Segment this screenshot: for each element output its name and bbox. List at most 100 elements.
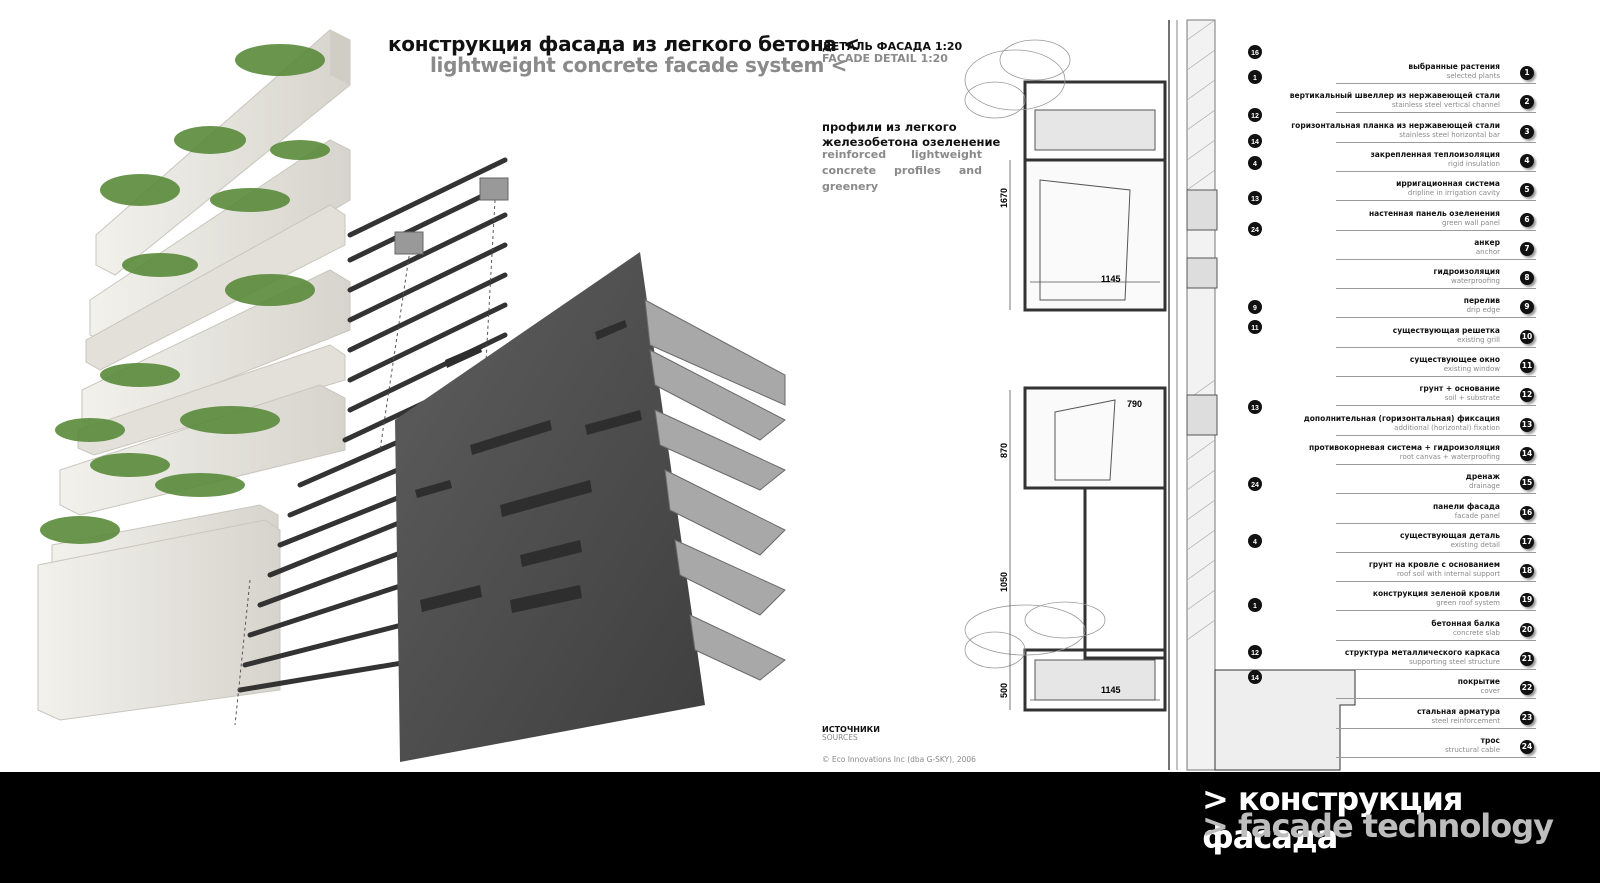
dim-top-width: 1145 <box>1101 274 1121 284</box>
legend-number-badge: 24 <box>1520 739 1534 754</box>
legend-label-ru: выбранные растения <box>1408 62 1500 71</box>
legend-label-ru: грунт на кровле с основанием <box>1368 560 1500 570</box>
legend-rule <box>1336 434 1536 436</box>
legend-label-en: facade panel <box>1454 511 1500 520</box>
legend-label-ru: дополнительная (горизонтальная) фиксация <box>1303 413 1500 423</box>
legend-rule <box>1336 669 1536 670</box>
facade-section-drawing: 1670 1145 790 870 1050 500 1145 16 1 12 … <box>964 19 1356 771</box>
legend-label-en: additional (horizontal) fixation <box>1394 423 1500 432</box>
legend-label-en: stainless steel vertical channel <box>1391 101 1500 110</box>
legend-rule <box>1336 346 1536 348</box>
sources-label-en: SOURCES <box>822 733 858 742</box>
legend-label-en: waterproofing <box>1451 277 1500 286</box>
legend-label-ru: панели фасада <box>1433 501 1500 511</box>
legend-label-ru: существующая деталь <box>1400 530 1500 540</box>
concrete-planters <box>37 29 351 721</box>
callout-bottom-5: 12 <box>1251 650 1259 657</box>
green-wall-panel <box>395 252 705 762</box>
sources-label-ru: ИСТОЧНИКИ <box>822 725 880 734</box>
lower-profile <box>1023 386 1167 490</box>
legend-rule <box>1336 229 1536 231</box>
legend-number-badge: 11 <box>1520 359 1534 373</box>
legend-label-en: existing window <box>1443 365 1500 373</box>
legend-label-ru: существующее окно <box>1409 355 1500 364</box>
legend-number-badge: 5 <box>1520 183 1534 198</box>
legend-number-badge: 15 <box>1520 476 1534 491</box>
legend-label-en: structural cable <box>1445 745 1500 754</box>
legend-rule <box>1336 405 1536 407</box>
legend-number-badge: 22 <box>1520 681 1534 696</box>
legend-label-en: drainage <box>1468 482 1500 491</box>
legend-rule <box>1336 610 1536 612</box>
callout-top-7: 24 <box>1251 227 1259 234</box>
legend-rule <box>1336 639 1536 641</box>
legend-label-en: rigid insulation <box>1448 159 1500 168</box>
legend-rule <box>1336 463 1536 465</box>
callout-top-3: 12 <box>1251 113 1259 120</box>
profiles-heading-en: reinforced lightweight concrete profiles… <box>822 148 982 193</box>
dim-bottom-width: 1145 <box>1101 685 1121 695</box>
callout-top-1: 16 <box>1251 50 1259 57</box>
legend-label-ru: настенная панель озеленения <box>1368 208 1500 218</box>
detail-title-en: FACADE DETAIL 1:20 <box>822 52 948 65</box>
callout-bottom-6: 14 <box>1251 675 1259 682</box>
legend-number-badge: 7 <box>1520 241 1534 256</box>
legend-number-badge: 2 <box>1520 95 1534 110</box>
legend-rule <box>1336 170 1536 172</box>
dim-mid-width: 790 <box>1127 399 1142 409</box>
legend-rule <box>1336 288 1536 290</box>
legend-item: горизонтальная планка из нержавеющей ста… <box>1291 119 1570 148</box>
dim-low-height: 1050 <box>999 572 1009 592</box>
legend-number-badge: 21 <box>1520 652 1534 666</box>
legend-label-en: existing grill <box>1457 335 1500 344</box>
legend-number-badge: 17 <box>1520 534 1534 549</box>
legend-number-badge: 13 <box>1520 417 1534 432</box>
legend-label-en: existing detail <box>1450 540 1500 549</box>
legend-label-en: stainless steel horizontal bar <box>1399 130 1500 139</box>
legend-label-en: anchor <box>1475 247 1500 256</box>
upper-profile <box>1023 158 1167 312</box>
panel-slots <box>415 320 642 613</box>
legend-label-en: selected plants <box>1446 72 1500 80</box>
legend-rule <box>1336 581 1536 583</box>
legend-number-badge: 16 <box>1520 505 1534 520</box>
legend-label-ru: конструкция зеленой кровли <box>1372 589 1500 599</box>
legend-number-badge: 14 <box>1520 446 1534 461</box>
legend-label-en: dripline in irrigation cavity <box>1407 189 1500 198</box>
legend-label-ru: противокорневая система + гидроизоляция <box>1308 442 1500 452</box>
legend-label-ru: грунт + основание <box>1419 384 1500 394</box>
legend-number-badge: 19 <box>1520 593 1534 608</box>
dim-top-height: 1670 <box>999 188 1009 208</box>
legend-rule <box>1336 317 1536 319</box>
structural-cables <box>234 199 496 726</box>
legend-number-badge: 9 <box>1520 300 1534 315</box>
dim-mid-height: 870 <box>999 443 1009 458</box>
legend-label-en: green wall panel <box>1442 218 1500 227</box>
legend-rule <box>1336 727 1536 729</box>
legend-label-ru: гидроизоляция <box>1433 267 1500 277</box>
legend-number-badge: 20 <box>1520 622 1534 637</box>
legend-rule <box>1336 522 1536 524</box>
support-structure <box>644 299 786 681</box>
legend-number-badge: 8 <box>1520 271 1534 286</box>
legend-label-ru: закрепленная теплоизоляция <box>1370 149 1500 159</box>
legend-number-badge: 23 <box>1520 710 1534 725</box>
legend-label-en: supporting steel structure <box>1409 658 1500 666</box>
legend-label-en: drip edge <box>1466 306 1500 315</box>
callout-bottom-4: 1 <box>1253 603 1257 610</box>
legend-label-ru: дренаж <box>1465 472 1500 482</box>
footer-title-en: > facade technology <box>1202 807 1554 845</box>
